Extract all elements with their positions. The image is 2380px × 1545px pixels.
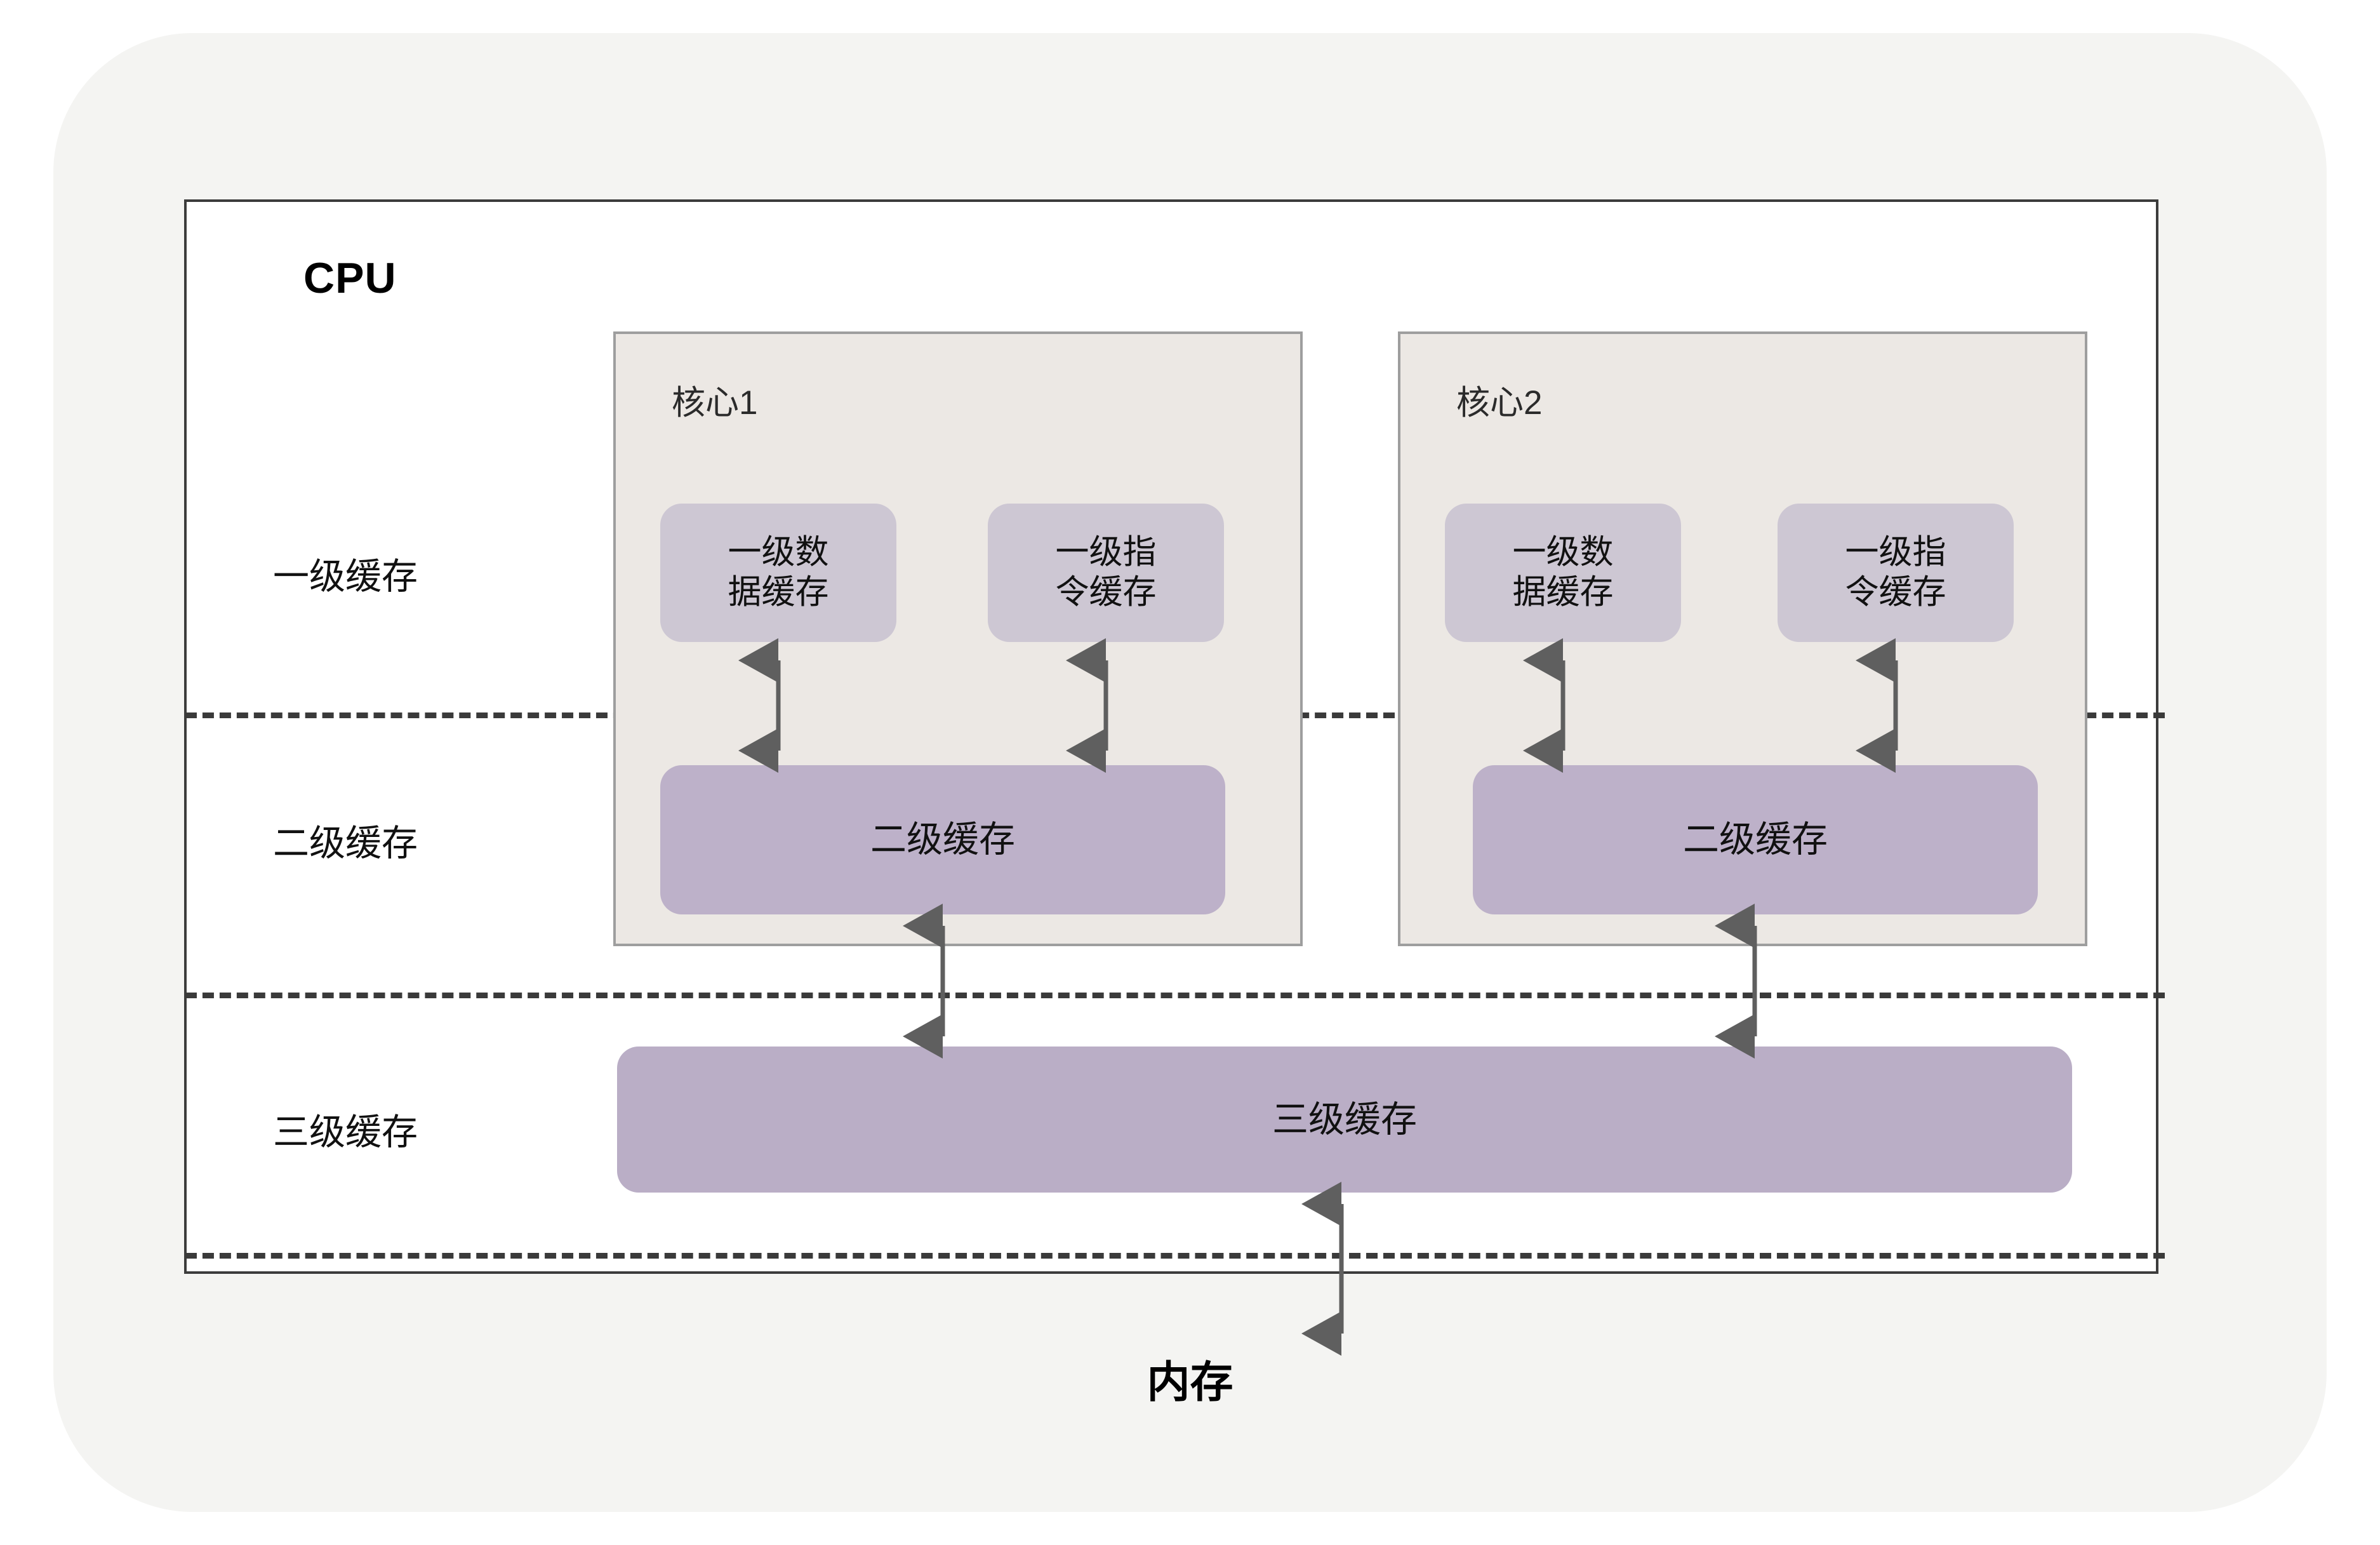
divider-l2-l3 <box>185 993 2165 998</box>
tier-label-l3: 三级缓存 <box>273 1112 418 1153</box>
l2-cache-core1-label: 二级缓存 <box>870 819 1015 860</box>
l2-cache-core1: 二级缓存 <box>660 765 1225 914</box>
core-title-1: 核心1 <box>672 384 758 422</box>
cpu-title: CPU <box>303 254 397 302</box>
divider-l3-memory <box>185 1253 2165 1259</box>
l1-data-cache-core2: 一级数 据缓存 <box>1445 504 1681 642</box>
l1-instruction-cache-core2-label: 一级指 令缓存 <box>1845 533 1946 611</box>
l3-cache-label: 三级缓存 <box>1272 1099 1417 1140</box>
l1-data-cache-core1-label: 一级数 据缓存 <box>728 533 829 611</box>
l2-cache-core2-label: 二级缓存 <box>1683 819 1828 860</box>
l1-data-cache-core2-label: 一级数 据缓存 <box>1512 533 1614 611</box>
l1-instruction-cache-core1: 一级指 令缓存 <box>988 504 1224 642</box>
l1-instruction-cache-core1-label: 一级指 令缓存 <box>1055 533 1157 611</box>
l1-data-cache-core1: 一级数 据缓存 <box>660 504 896 642</box>
tier-label-l2: 二级缓存 <box>273 823 418 864</box>
core-title-2: 核心2 <box>1456 384 1543 422</box>
tier-label-l1: 一级缓存 <box>273 556 418 597</box>
l1-instruction-cache-core2: 一级指 令缓存 <box>1778 504 2014 642</box>
l2-cache-core2: 二级缓存 <box>1473 765 2038 914</box>
memory-label: 内存 <box>1147 1358 1233 1407</box>
l3-cache-shared: 三级缓存 <box>617 1047 2072 1193</box>
